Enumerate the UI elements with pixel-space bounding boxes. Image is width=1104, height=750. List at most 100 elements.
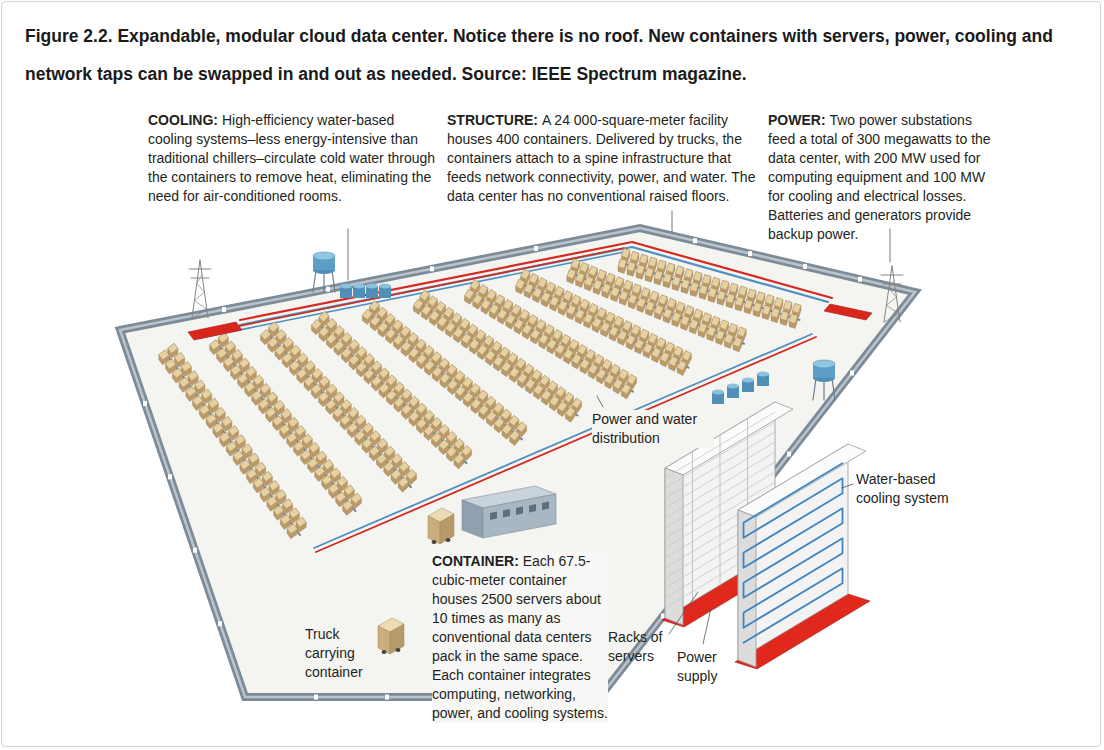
leader-line xyxy=(672,211,673,232)
container-top xyxy=(663,273,672,283)
container-top xyxy=(329,483,339,493)
container-body xyxy=(646,301,655,316)
leader-line xyxy=(890,229,891,262)
container-top xyxy=(246,367,256,377)
container-top xyxy=(588,364,598,374)
container-top xyxy=(548,381,558,391)
cooling-system-label: Water-based cooling system xyxy=(856,470,974,508)
container-top xyxy=(269,481,279,491)
container-top xyxy=(597,270,606,280)
rack-divider xyxy=(720,435,721,585)
container-top xyxy=(547,339,557,349)
container-top xyxy=(424,360,434,370)
rack-divider xyxy=(692,452,693,602)
container-top xyxy=(503,300,513,310)
container-top xyxy=(267,392,277,402)
container-body xyxy=(541,292,550,307)
container-top xyxy=(378,322,388,332)
wall-window xyxy=(858,277,862,282)
container-top xyxy=(567,269,576,279)
container-top xyxy=(394,397,404,407)
container-top xyxy=(409,348,419,358)
container-top xyxy=(309,443,319,453)
row-spine xyxy=(620,262,800,320)
container-body xyxy=(735,297,744,312)
callout-heading: CONTAINER: xyxy=(432,553,519,569)
container-top xyxy=(571,259,580,269)
container-top xyxy=(501,362,511,372)
container-top xyxy=(468,324,478,334)
container-top xyxy=(771,308,780,318)
container-top xyxy=(669,356,678,366)
container-top xyxy=(618,259,627,269)
chiller-unit xyxy=(340,284,352,299)
container-top xyxy=(386,375,396,385)
container-top xyxy=(431,432,441,442)
container-top xyxy=(393,320,403,330)
container-body xyxy=(575,309,584,324)
container-top xyxy=(319,326,329,336)
container-top xyxy=(288,417,298,427)
container-top xyxy=(364,369,374,379)
container-top xyxy=(379,368,389,378)
truck-container-side xyxy=(440,514,454,544)
container-top xyxy=(593,280,602,290)
container-top xyxy=(783,301,792,311)
container-body xyxy=(533,288,542,303)
container-body xyxy=(576,273,585,288)
container-top xyxy=(347,423,357,433)
container-top xyxy=(394,382,404,392)
container-top xyxy=(615,277,624,287)
container-body xyxy=(567,269,576,284)
row-spine xyxy=(468,292,633,392)
chiller-top xyxy=(366,284,378,289)
wall-window xyxy=(326,287,330,292)
wall-window xyxy=(787,452,791,457)
container-top xyxy=(521,269,530,279)
container-top xyxy=(172,368,182,378)
container-body xyxy=(558,300,567,315)
container-top xyxy=(334,341,344,351)
leader-line xyxy=(842,484,853,488)
power-supply-label: Power supply xyxy=(677,648,731,686)
container-top xyxy=(469,339,479,349)
container-body xyxy=(663,273,672,288)
container-top xyxy=(416,418,426,428)
container-top xyxy=(516,279,525,289)
container-top xyxy=(302,434,312,444)
container-top xyxy=(326,318,336,328)
container-body xyxy=(780,311,789,326)
container-top xyxy=(249,453,259,463)
container-top xyxy=(409,411,419,421)
container-top xyxy=(287,433,297,443)
structure-callout: STRUCTURE:A 24 000-square-meter facility… xyxy=(447,111,765,206)
container-top xyxy=(613,379,623,389)
container-top xyxy=(453,328,463,338)
container-top xyxy=(501,409,511,419)
container-top xyxy=(166,359,176,369)
wall-window xyxy=(803,264,807,269)
container-top xyxy=(602,283,611,293)
container-top xyxy=(522,324,532,334)
container-body xyxy=(584,313,593,328)
container-body xyxy=(516,279,525,294)
container-top xyxy=(460,319,470,329)
generator-block xyxy=(824,304,872,320)
container-top xyxy=(240,460,250,470)
container-top xyxy=(493,403,503,413)
container-top xyxy=(735,297,744,307)
container-top xyxy=(486,396,496,406)
chiller-unit xyxy=(366,284,378,299)
container-top xyxy=(356,415,366,425)
container-body xyxy=(771,308,780,323)
water-tower xyxy=(313,252,335,292)
container-top xyxy=(654,305,663,315)
truck-container-end xyxy=(428,516,440,544)
container-top xyxy=(711,277,720,287)
container-body xyxy=(726,294,735,309)
container-top xyxy=(618,330,627,340)
container-top xyxy=(717,291,726,301)
container-top xyxy=(312,369,322,379)
container-top xyxy=(623,321,632,331)
container-top xyxy=(159,350,169,360)
